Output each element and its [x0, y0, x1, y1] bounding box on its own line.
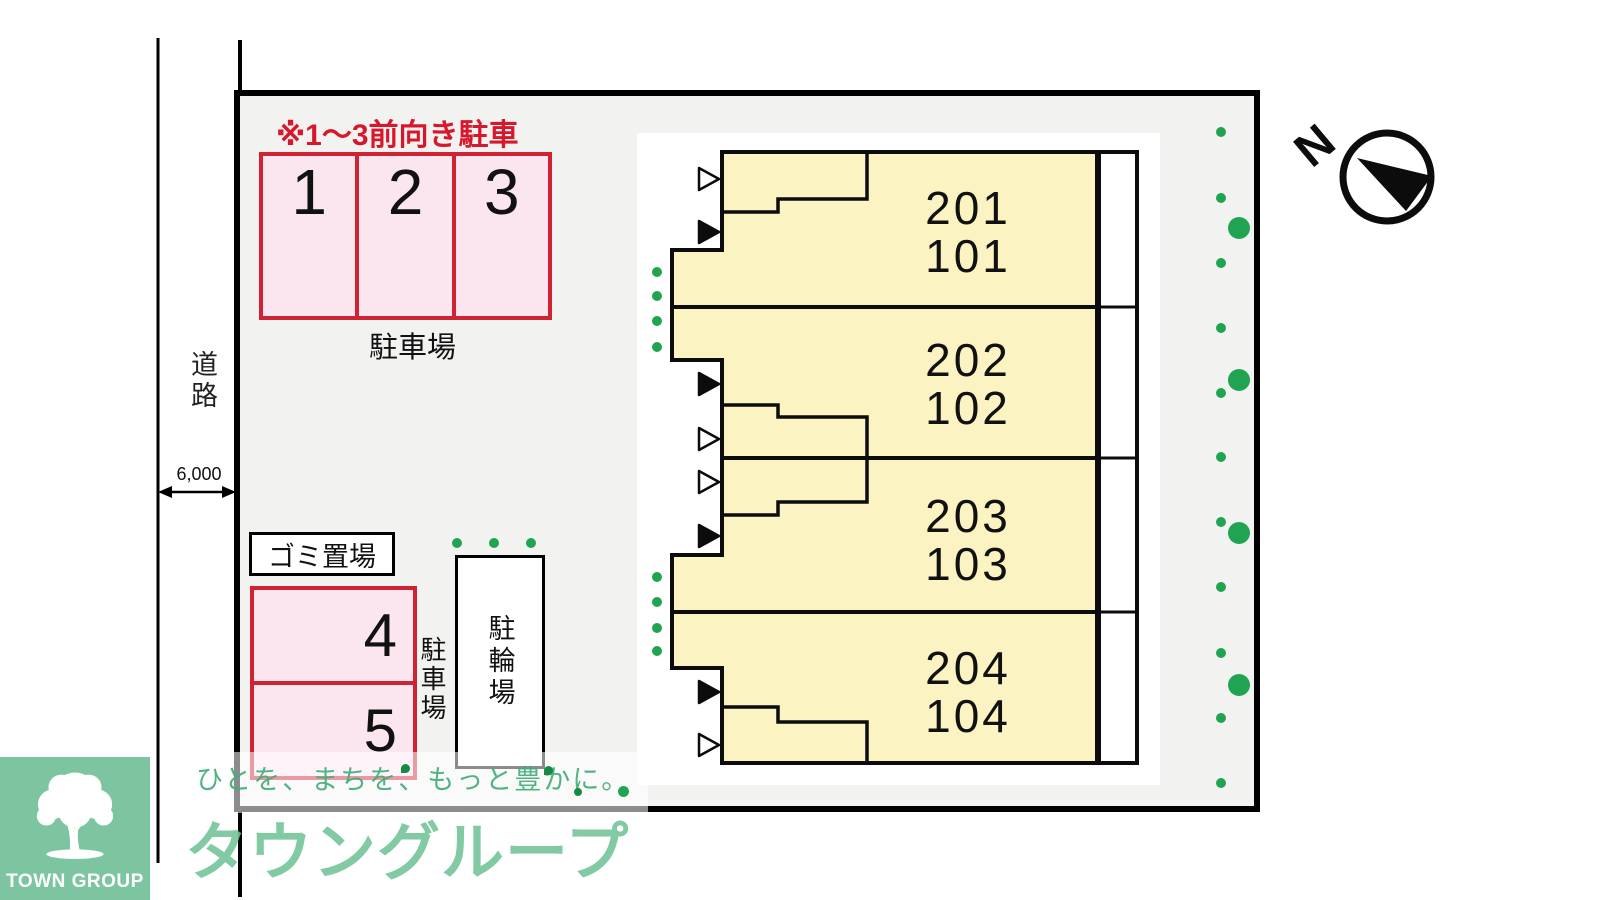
unit-upper: 201 [925, 182, 1011, 234]
unit-lower: 101 [925, 230, 1011, 282]
parking-stall-4: 4 [363, 601, 397, 669]
leaf-accent-icon [401, 764, 410, 773]
watermark-band [162, 752, 648, 813]
compass-needle-icon [1357, 158, 1432, 211]
leaf-accent-icon [544, 766, 553, 775]
unit-label-201-101: 201 101 [866, 184, 1070, 280]
brand-company-name: タウングループ [185, 818, 630, 888]
leaf-accent-icon [574, 788, 582, 796]
bicycle-parking-label: 駐輪場 [484, 614, 515, 710]
unit-lower: 102 [925, 382, 1011, 434]
front-parking-label: 駐車場 [368, 332, 456, 364]
unit-label-202-102: 202 102 [866, 336, 1070, 432]
north-compass: N [1285, 115, 1435, 225]
dimension-arrow [158, 486, 236, 498]
unit-label-203-103: 203 103 [866, 492, 1070, 588]
unit-label-204-104: 204 104 [866, 644, 1070, 740]
side-parking-block: 4 5 [250, 586, 417, 780]
compass-north-label: N [1285, 115, 1346, 178]
parking-stall-1: 1 [291, 156, 327, 228]
tree-dot [618, 786, 629, 797]
road-label: 道路 [187, 350, 217, 412]
side-parking-label: 駐車場 [417, 636, 447, 723]
bicycle-parking-box: 駐輪場 [455, 555, 545, 769]
front-parking-block: 1 2 3 [259, 152, 552, 320]
parking-stall-2: 2 [355, 156, 451, 316]
unit-upper: 203 [925, 490, 1011, 542]
logo-text: TOWN GROUP [6, 871, 144, 892]
unit-upper: 204 [925, 642, 1011, 694]
town-group-logo: TOWN GROUP [0, 757, 150, 900]
road-width-value: 6,000 [176, 464, 222, 484]
unit-lower: 103 [925, 538, 1011, 590]
brand-tagline: ひとを、まちを、もっと豊かに。 [196, 765, 631, 795]
garbage-area-box: ゴミ置場 [249, 532, 395, 576]
unit-lower: 104 [925, 690, 1011, 742]
unit-upper: 202 [925, 334, 1011, 386]
front-parking-note: ※1〜3前向き駐車 [276, 119, 519, 152]
parking-stall-5: 5 [254, 681, 413, 776]
parking-stall-3: 3 [451, 156, 548, 316]
tree-icon [36, 772, 114, 859]
